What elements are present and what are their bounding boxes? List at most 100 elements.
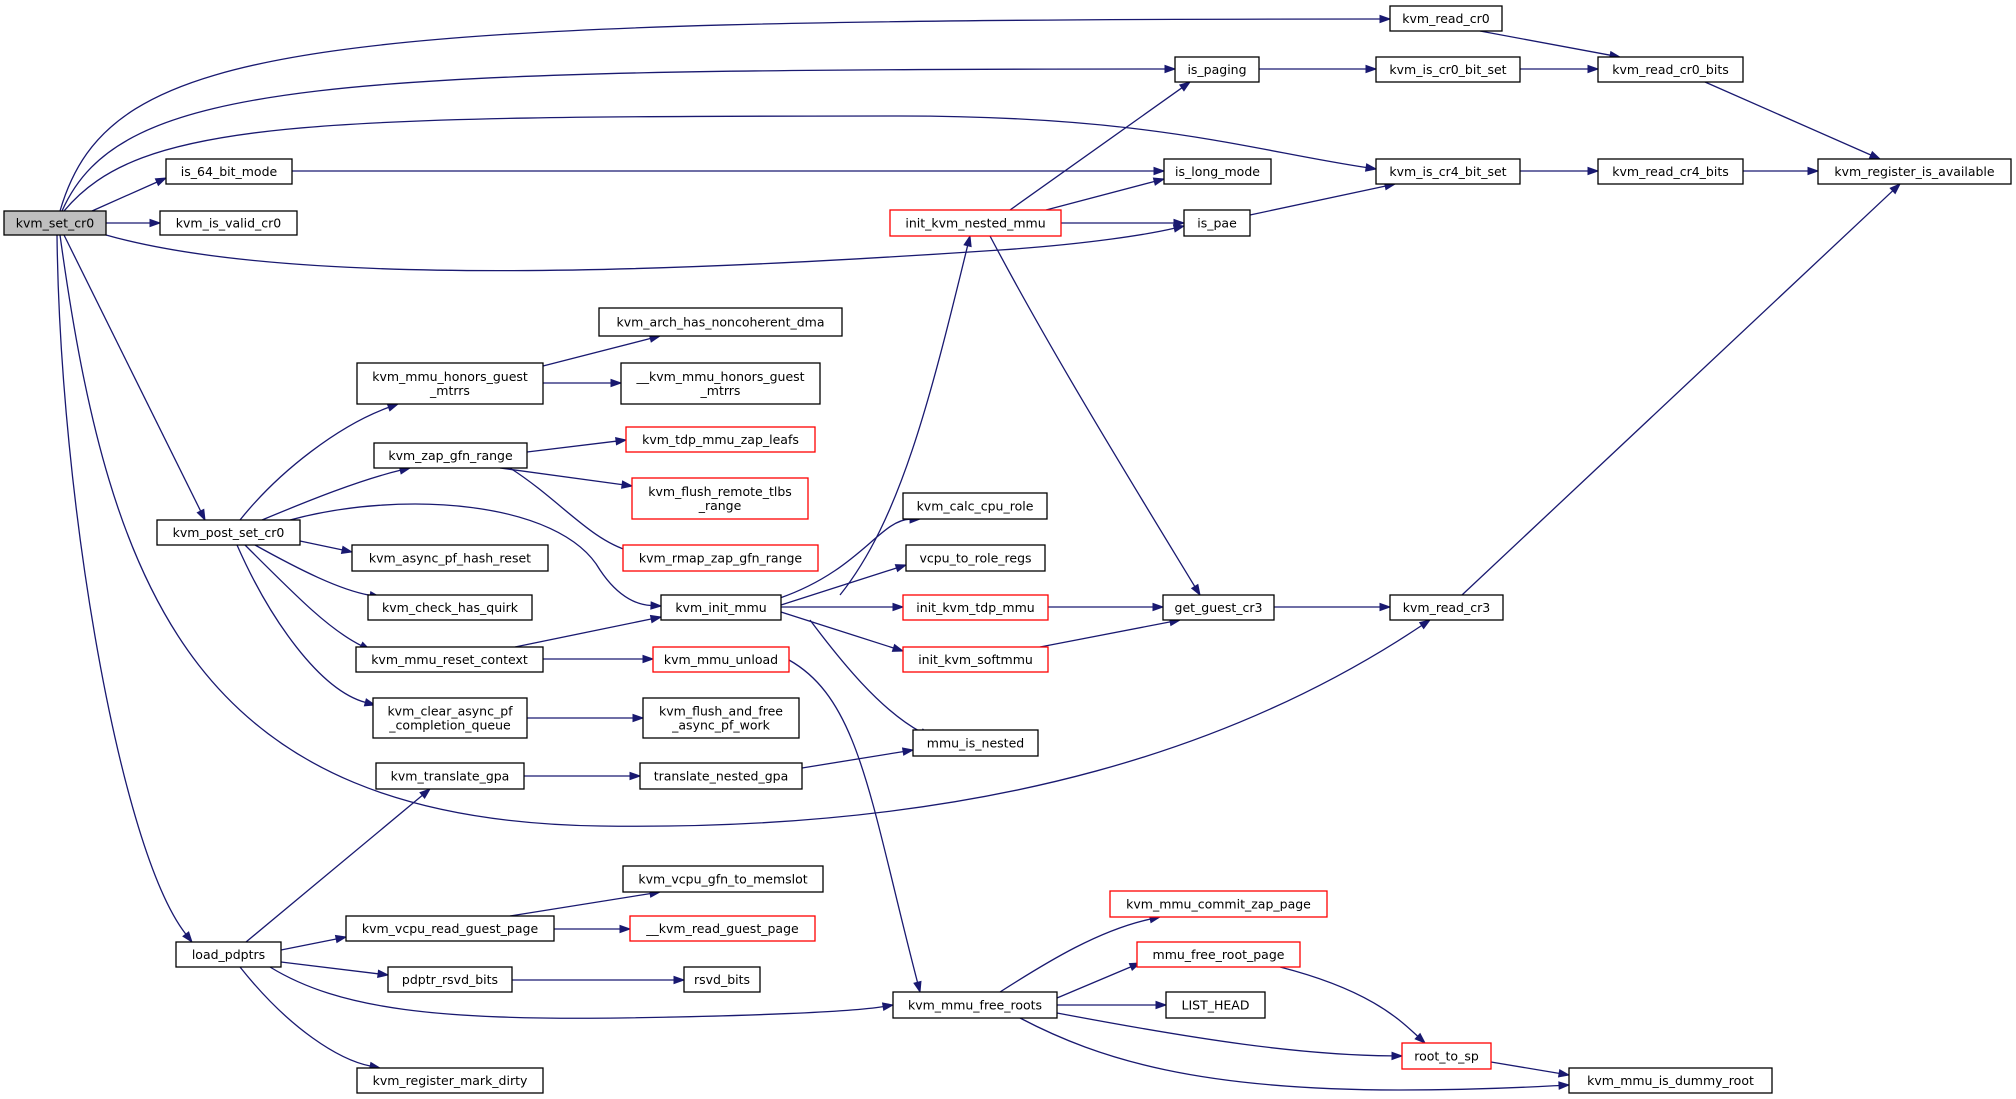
node-rsvd_bits[interactable]: rsvd_bits (683, 966, 761, 993)
edge-kvm_post_set_cr0-to-kvm_zap_gfn_range (261, 466, 412, 521)
edge-kvm_mmu_honors_guest_mtrrs-to-__kvm_mmu_honors_guest_mtrrs (543, 378, 623, 388)
node-box (375, 762, 525, 790)
node-kvm_vcpu_read_guest_page[interactable]: kvm_vcpu_read_guest_page (345, 915, 555, 942)
node-kvm_translate_gpa[interactable]: kvm_translate_gpa (375, 762, 525, 790)
node-label: _completion_queue (388, 718, 511, 733)
node-init_kvm_nested_mmu[interactable]: init_kvm_nested_mmu (889, 209, 1062, 237)
node-kvm_read_cr0_bits[interactable]: kvm_read_cr0_bits (1597, 56, 1744, 83)
node-label: kvm_vcpu_read_guest_page (362, 921, 539, 936)
node-kvm_async_pf_hash_reset[interactable]: kvm_async_pf_hash_reset (351, 544, 549, 572)
node-label: __kvm_mmu_honors_guest (635, 369, 804, 384)
node-label: is_64_bit_mode (181, 164, 278, 179)
node-label: kvm_flush_and_free (659, 704, 783, 719)
edge-kvm_mmu_free_roots-to-LIST_HEAD (1057, 1000, 1168, 1010)
node-label: _async_pf_work (671, 718, 770, 733)
node-label: kvm_is_valid_cr0 (176, 216, 281, 231)
edge-kvm_set_cr0-to-kvm_post_set_cr0 (63, 234, 206, 522)
node-box (356, 362, 544, 405)
node-label: kvm_post_set_cr0 (173, 525, 285, 540)
node-kvm_read_cr4_bits[interactable]: kvm_read_cr4_bits (1597, 158, 1744, 185)
node-kvm_arch_has_noncoherent_dma[interactable]: kvm_arch_has_noncoherent_dma (598, 307, 843, 337)
edge-kvm_mmu_free_roots-to-mmu_free_root_page (1056, 962, 1142, 999)
edge-kvm_post_set_cr0-to-kvm_async_pf_hash_reset (299, 540, 354, 555)
edge-kvm_vcpu_read_guest_page-to-__kvm_read_guest_page (554, 924, 632, 934)
node-kvm_mmu_is_dummy_root[interactable]: kvm_mmu_is_dummy_root (1568, 1067, 1773, 1094)
node-label: kvm_async_pf_hash_reset (369, 551, 531, 566)
edge-root_to_sp-to-kvm_mmu_is_dummy_root (1490, 1061, 1571, 1078)
node-LIST_HEAD[interactable]: LIST_HEAD (1165, 991, 1266, 1019)
node-vcpu_to_role_regs[interactable]: vcpu_to_role_regs (905, 544, 1046, 572)
node-kvm_is_cr4_bit_set[interactable]: kvm_is_cr4_bit_set (1375, 158, 1521, 185)
node-init_kvm_tdp_mmu[interactable]: init_kvm_tdp_mmu (902, 594, 1049, 621)
edge-kvm_mmu_unload-to-kvm_mmu_free_roots (788, 659, 922, 994)
node-kvm_clear_async_pf_completion_queue[interactable]: kvm_clear_async_pf_completion_queue (372, 697, 528, 739)
edge-kvm_zap_gfn_range-to-kvm_rmap_zap_gfn_range (509, 467, 642, 556)
node-get_guest_cr3[interactable]: get_guest_cr3 (1162, 594, 1275, 621)
node-kvm_post_set_cr0[interactable]: kvm_post_set_cr0 (156, 519, 301, 546)
node-label: kvm_rmap_zap_gfn_range (639, 551, 803, 566)
node-kvm_mmu_free_roots[interactable]: kvm_mmu_free_roots (892, 991, 1058, 1019)
node-kvm_mmu_commit_zap_page[interactable]: kvm_mmu_commit_zap_page (1109, 890, 1328, 918)
node-label: kvm_read_cr0 (1402, 11, 1489, 26)
node-kvm_is_valid_cr0[interactable]: kvm_is_valid_cr0 (159, 210, 298, 236)
node-box (372, 697, 528, 739)
node-box (165, 158, 293, 185)
node-label: init_kvm_tdp_mmu (916, 600, 1034, 615)
node-kvm_set_cr0[interactable]: kvm_set_cr0 (3, 210, 107, 236)
node-kvm_read_cr3[interactable]: kvm_read_cr3 (1389, 594, 1504, 621)
node-box (1597, 158, 1744, 185)
edge-kvm_set_cr0-to-kvm_is_cr4_bit_set (63, 115, 1378, 212)
node-kvm_mmu_honors_guest_mtrrs[interactable]: kvm_mmu_honors_guest_mtrrs (356, 362, 544, 405)
node-kvm_tdp_mmu_zap_leafs[interactable]: kvm_tdp_mmu_zap_leafs (625, 426, 816, 453)
node-kvm_init_mmu[interactable]: kvm_init_mmu (660, 594, 782, 621)
node-kvm_mmu_reset_context[interactable]: kvm_mmu_reset_context (355, 646, 544, 673)
edge-kvm_vcpu_read_guest_page-to-kvm_vcpu_gfn_to_memslot (509, 889, 662, 917)
node-label: load_pdptrs (192, 947, 265, 962)
node-root_to_sp[interactable]: root_to_sp (1401, 1042, 1492, 1070)
node-label: kvm_mmu_unload (664, 652, 778, 667)
node-box (629, 915, 816, 942)
node-load_pdptrs[interactable]: load_pdptrs (175, 941, 282, 968)
node-label: LIST_HEAD (1182, 998, 1250, 1013)
node-label: root_to_sp (1414, 1049, 1479, 1064)
node-init_kvm_softmmu[interactable]: init_kvm_softmmu (902, 646, 1049, 673)
node-mmu_free_root_page[interactable]: mmu_free_root_page (1136, 941, 1301, 968)
node-mmu_is_nested[interactable]: mmu_is_nested (912, 729, 1039, 757)
node-__kvm_mmu_honors_guest_mtrrs[interactable]: __kvm_mmu_honors_guest_mtrrs (620, 362, 821, 405)
node-kvm_zap_gfn_range[interactable]: kvm_zap_gfn_range (373, 442, 528, 469)
node-box (902, 594, 1049, 621)
node-pdptr_rsvd_bits[interactable]: pdptr_rsvd_bits (387, 966, 513, 993)
node-box (387, 966, 513, 993)
edge-kvm_read_cr4_bits-to-kvm_register_is_available (1743, 166, 1820, 176)
node-translate_nested_gpa[interactable]: translate_nested_gpa (639, 762, 803, 790)
node-kvm_register_is_available[interactable]: kvm_register_is_available (1817, 158, 2012, 185)
node-kvm_check_has_quirk[interactable]: kvm_check_has_quirk (367, 594, 533, 621)
node-kvm_rmap_zap_gfn_range[interactable]: kvm_rmap_zap_gfn_range (622, 544, 819, 572)
node-kvm_read_cr0[interactable]: kvm_read_cr0 (1389, 5, 1503, 32)
edge-pdptr_rsvd_bits-to-rsvd_bits (512, 975, 686, 985)
edge-kvm_mmu_reset_context-to-kvm_mmu_unload (543, 654, 655, 664)
node-kvm_flush_and_free_async_pf_work[interactable]: kvm_flush_and_free_async_pf_work (642, 697, 800, 739)
node-is_64_bit_mode[interactable]: is_64_bit_mode (165, 158, 293, 185)
edge-kvm_mmu_reset_context-to-kvm_init_mmu (514, 614, 663, 648)
node-box (660, 594, 782, 621)
node-label: kvm_init_mmu (675, 600, 766, 615)
node-box (639, 762, 803, 790)
node-is_pae[interactable]: is_pae (1183, 209, 1251, 237)
node-kvm_is_cr0_bit_set[interactable]: kvm_is_cr0_bit_set (1375, 56, 1521, 83)
node-is_long_mode[interactable]: is_long_mode (1163, 158, 1272, 185)
node-__kvm_read_guest_page[interactable]: __kvm_read_guest_page (629, 915, 816, 942)
node-label: _range (698, 498, 742, 513)
node-box (902, 646, 1049, 673)
node-kvm_calc_cpu_role[interactable]: kvm_calc_cpu_role (902, 492, 1048, 520)
node-kvm_flush_remote_tlbs_range[interactable]: kvm_flush_remote_tlbs_range (631, 477, 809, 520)
edge-kvm_init_mmu-to-init_kvm_nested_mmu (839, 234, 972, 596)
node-kvm_vcpu_gfn_to_memslot[interactable]: kvm_vcpu_gfn_to_memslot (622, 865, 824, 893)
node-box (631, 477, 809, 520)
call-edges (56, 14, 1902, 1091)
node-box (175, 941, 282, 968)
node-kvm_register_mark_dirty[interactable]: kvm_register_mark_dirty (356, 1067, 544, 1094)
node-is_paging[interactable]: is_paging (1174, 56, 1260, 83)
node-kvm_mmu_unload[interactable]: kvm_mmu_unload (652, 646, 790, 673)
node-label: kvm_mmu_is_dummy_root (1587, 1073, 1754, 1088)
